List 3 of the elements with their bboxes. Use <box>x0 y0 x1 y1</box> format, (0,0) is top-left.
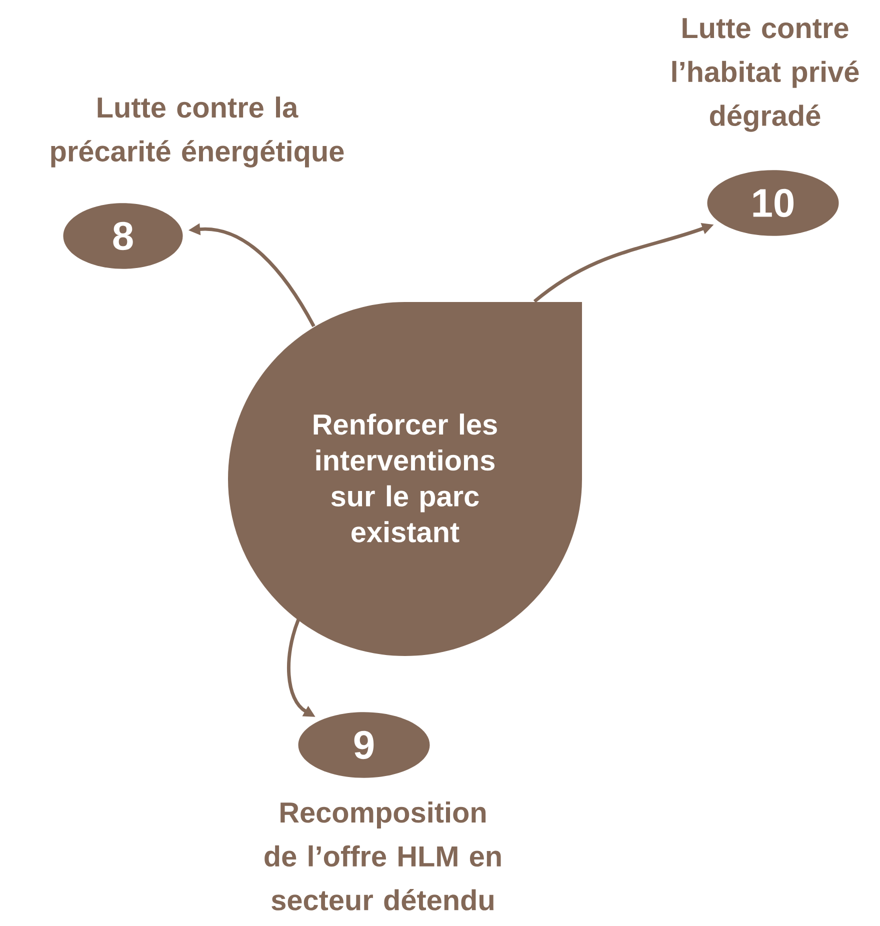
heading-text: Lutte contre la précarité énergétique <box>51 96 344 168</box>
heading-text: Lutte contre l’habitat privé dégradé <box>672 18 859 132</box>
heading-text: Recomposition de l’offre HLM en secteur détendu <box>264 802 501 910</box>
